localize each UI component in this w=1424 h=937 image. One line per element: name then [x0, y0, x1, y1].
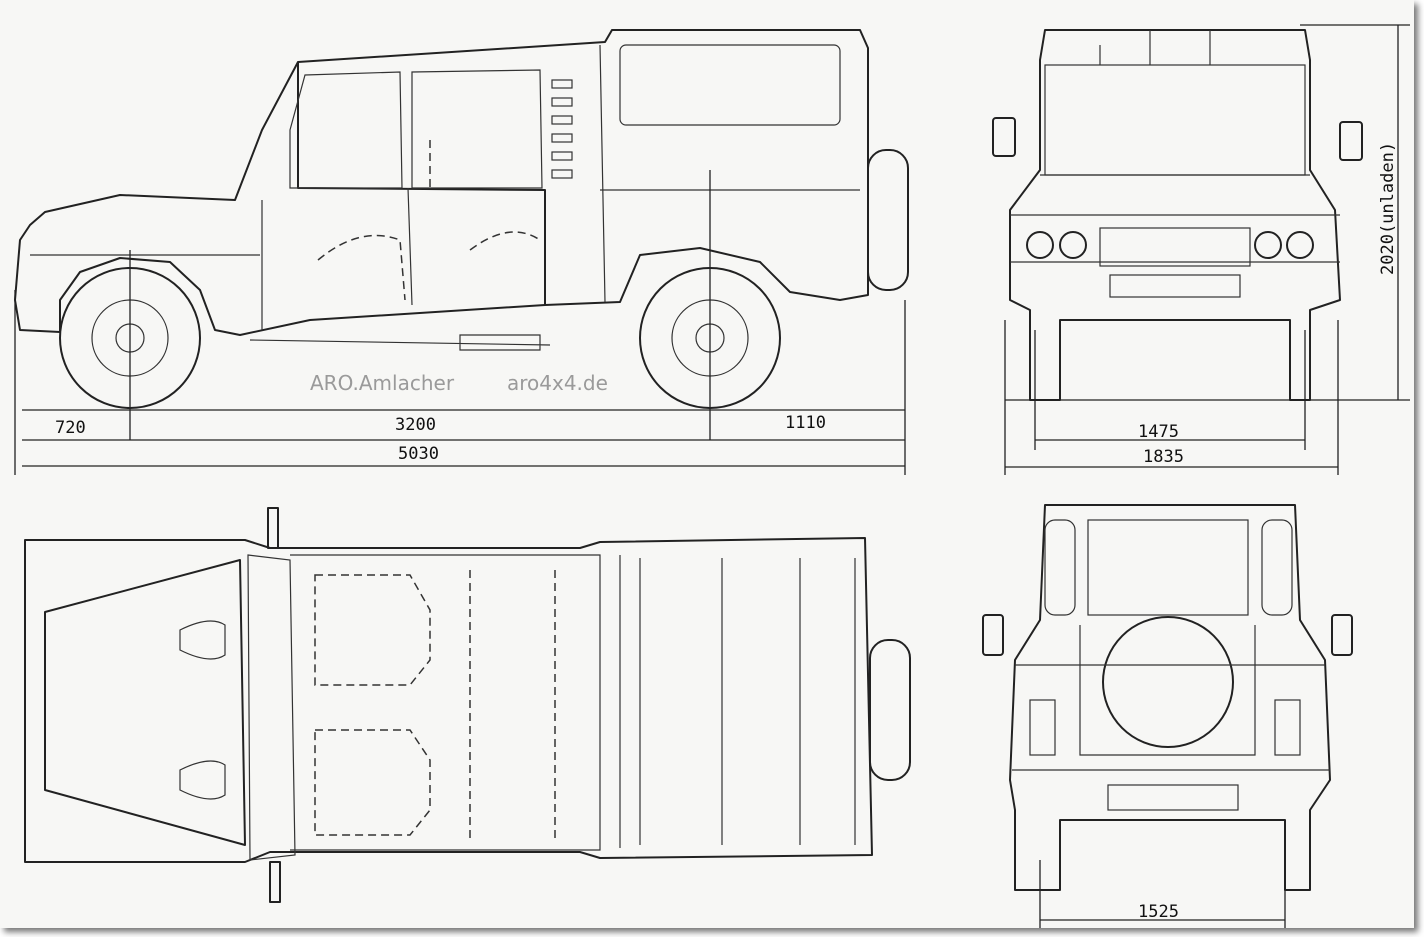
dim-front-overhang: 720: [55, 418, 86, 438]
dim-front-track: 1475: [1138, 422, 1179, 442]
side-view: [14, 29, 909, 440]
dim-height: 2020(unladen): [1378, 142, 1398, 275]
rear-view: [982, 504, 1353, 891]
front-dimensions: 1475 1835 2020(unladen): [1004, 24, 1410, 475]
dim-rear-overhang: 1110: [785, 413, 826, 433]
side-vents: [551, 79, 573, 179]
rear-dimensions: 1525: [1039, 860, 1286, 928]
watermark-right: aro4x4.de: [507, 371, 608, 395]
top-view: [24, 507, 911, 903]
side-dimensions: 720 3200 1110 5030: [14, 290, 906, 475]
dim-rear-track: 1525: [1138, 902, 1179, 922]
rear-spare-tire: [1102, 616, 1234, 748]
dim-total-length: 5030: [398, 444, 439, 464]
dim-total-width: 1835: [1143, 447, 1184, 467]
spare-tire: [867, 149, 909, 291]
front-view: [992, 29, 1363, 401]
dim-wheelbase: 3200: [395, 415, 436, 435]
watermark-left: ARO.Amlacher: [310, 371, 455, 395]
